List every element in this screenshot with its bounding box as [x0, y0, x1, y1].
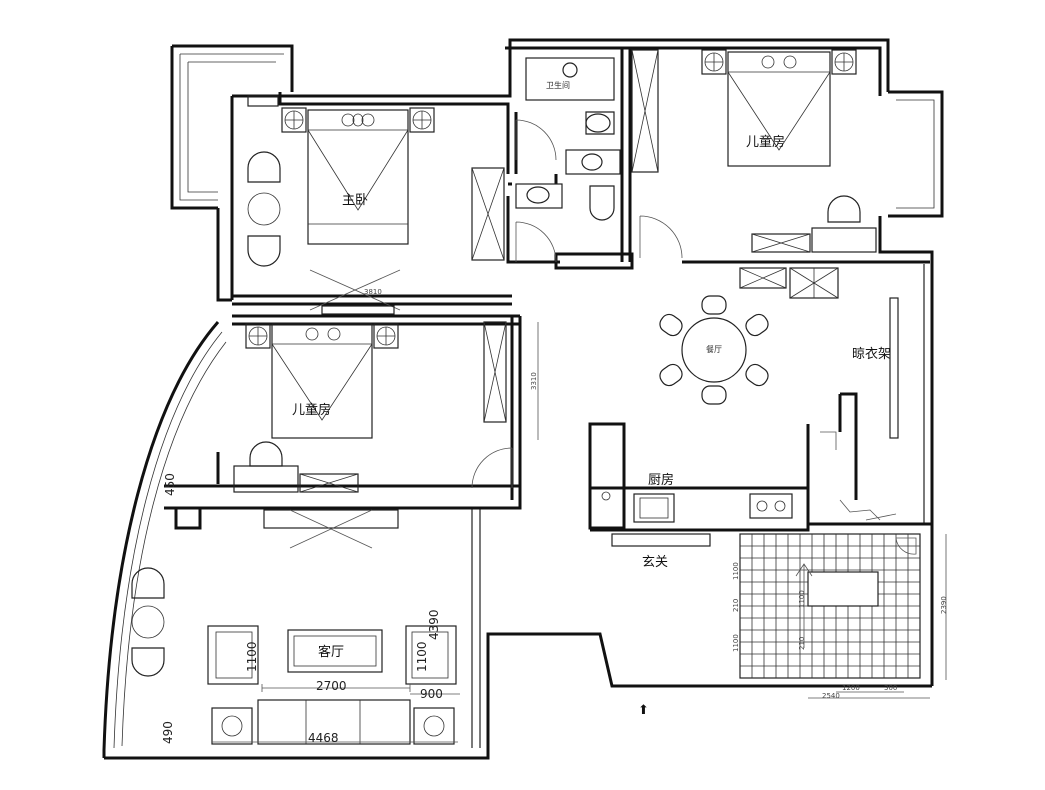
kitchen-pipe: [839, 499, 897, 521]
svg-text:450: 450: [163, 473, 177, 496]
kids-top-door: [639, 215, 683, 259]
kids-top-wardrobe: [631, 49, 659, 173]
laundry-rack: [889, 297, 899, 439]
svg-text:1100: 1100: [798, 590, 806, 608]
staircase: [739, 533, 921, 679]
svg-text:900: 900: [420, 687, 443, 701]
kids-top-bed: [727, 51, 831, 167]
kids-top-chair: [827, 195, 861, 223]
side-table-right: [413, 707, 455, 745]
pillow-decor: [341, 113, 375, 127]
dining-table: [681, 317, 747, 383]
entry-arrow: ⬆: [638, 703, 649, 718]
svg-text:1100: 1100: [732, 562, 740, 580]
kitchen: 厨房: [601, 431, 897, 523]
window-top-left: [247, 95, 279, 107]
living-lounge-chairs: [131, 567, 165, 677]
sink-lower: [515, 183, 563, 209]
nightstand-lamp-left: [281, 107, 307, 133]
svg-text:2700: 2700: [316, 679, 347, 693]
kids-mid-wardrobe: [483, 321, 507, 423]
kitchen-label: 厨房: [648, 472, 674, 488]
master-bedroom: 主卧: [247, 95, 505, 311]
toilet-upper: [585, 111, 615, 135]
sofa: [257, 699, 411, 745]
laundry-rack-label: 晾衣架: [852, 346, 891, 362]
kitchen-fridge-door: [820, 431, 837, 450]
svg-text:4468: 4468: [308, 731, 339, 745]
window-mid: [321, 305, 395, 315]
kids-room-top-label: 儿童房: [746, 134, 785, 150]
armchair-right: [405, 625, 457, 685]
kids-mid-desk: [233, 465, 299, 493]
armchair-left: [207, 625, 259, 685]
bath-door-arc: [515, 119, 557, 161]
kids-top-desk-drawer: [751, 233, 811, 253]
master-lounge-chairs: [247, 151, 281, 267]
svg-text:2540: 2540: [822, 692, 840, 700]
toilet-lower: [589, 185, 615, 221]
kitchen-stove: [749, 493, 793, 519]
bathtub: [525, 57, 615, 101]
kids-mid-door: [471, 447, 513, 489]
sink-upper: [565, 149, 621, 175]
kids-room-top: 儿童房: [631, 49, 877, 299]
kitchen-fixture: [601, 491, 611, 501]
svg-text:1100: 1100: [732, 634, 740, 652]
svg-text:卫生间: 卫生间: [546, 80, 570, 90]
kids-room-middle: 儿童房: [233, 305, 513, 493]
coffee-table: [287, 629, 383, 673]
entrance: 玄关 ⬆: [611, 533, 921, 718]
entrance-label: 玄关: [642, 555, 668, 570]
kids-top-lamp-left: [701, 49, 727, 75]
dining-chairs: [659, 295, 769, 405]
svg-text:4390: 4390: [427, 609, 441, 640]
master-closet: [471, 167, 505, 261]
svg-text:2390: 2390: [940, 596, 948, 614]
kitchen-sink: [633, 493, 675, 523]
svg-text:210: 210: [732, 599, 740, 612]
bathrooms: 卫生间: [515, 57, 621, 263]
master-bed: [307, 109, 409, 245]
side-table-left: [211, 707, 253, 745]
kids-top-desk: [811, 227, 877, 253]
cabinet-a: [739, 267, 787, 289]
dimensions: 2700 900 4468 1100 1100 4390 450 490 381…: [161, 288, 948, 745]
nightstand-lamp-right: [409, 107, 435, 133]
inner-walls: [164, 48, 932, 532]
kids-mid-drawer: [299, 473, 359, 493]
master-wardrobe-cross: [309, 269, 401, 311]
svg-text:1100: 1100: [415, 641, 429, 672]
svg-text:300: 300: [884, 684, 897, 692]
kids-mid-bed: [271, 323, 373, 439]
tv-cross: [289, 509, 373, 549]
pillow-decor-2: [761, 55, 797, 69]
dining-area: 餐厅 晾衣架: [659, 295, 899, 439]
tv-cabinet: [263, 509, 399, 529]
svg-text:3310: 3310: [530, 372, 538, 390]
svg-text:1200: 1200: [842, 684, 860, 692]
svg-text:3810: 3810: [364, 288, 382, 296]
entrance-cabinet: [611, 533, 711, 547]
living-room: 客厅: [131, 509, 457, 745]
kids-mid-lamp-right: [373, 323, 399, 349]
pillow-decor-3: [305, 327, 341, 341]
master-bedroom-label: 主卧: [342, 193, 368, 208]
kids-top-lamp-right: [831, 49, 857, 75]
kids-mid-lamp-left: [245, 323, 271, 349]
svg-text:1100: 1100: [245, 641, 259, 672]
living-room-label: 客厅: [318, 644, 344, 660]
svg-text:490: 490: [161, 721, 175, 744]
svg-text:餐厅: 餐厅: [706, 345, 722, 354]
outer-walls: [102, 38, 944, 760]
kids-room-middle-label: 儿童房: [292, 402, 331, 418]
svg-text:210: 210: [798, 637, 806, 650]
kids-mid-chair: [249, 441, 283, 467]
